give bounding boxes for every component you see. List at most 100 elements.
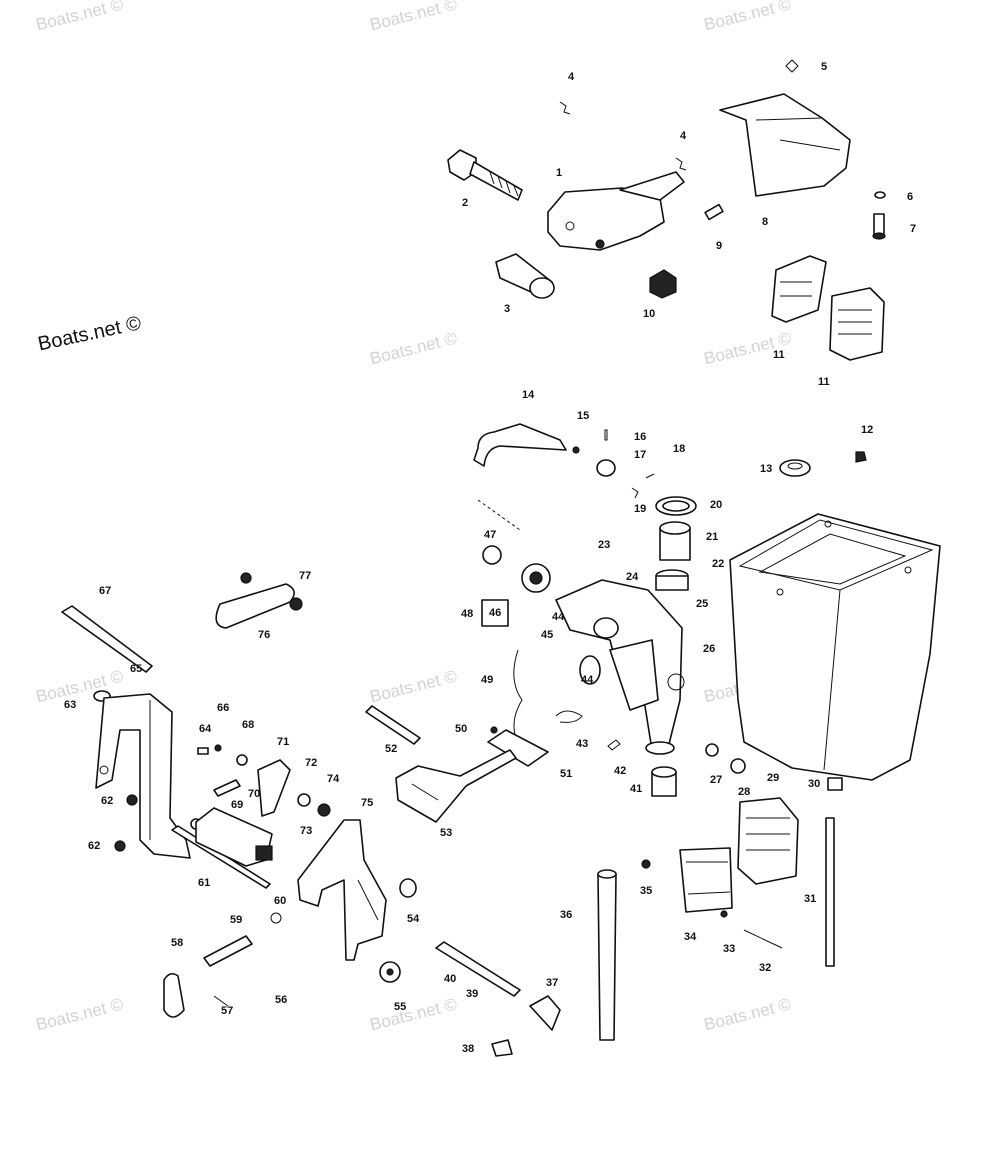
spring-wire-part	[513, 649, 523, 739]
part-label-1: 1	[556, 167, 562, 179]
part-label-70: 70	[248, 788, 260, 800]
part-label-42: 42	[614, 765, 626, 777]
part-label-62: 62	[101, 795, 113, 807]
pin-part	[704, 203, 724, 221]
part-label-15: 15	[577, 410, 589, 422]
part-label-37: 37	[546, 977, 558, 989]
part-label-26: 26	[703, 643, 715, 655]
part-label-63: 63	[64, 699, 76, 711]
long-bolt-part	[61, 605, 153, 702]
ring-and-sleeve-part	[655, 496, 697, 591]
part-label-16: 16	[634, 431, 646, 443]
part-label-5: 5	[821, 61, 827, 73]
housing-cover-part	[719, 59, 851, 197]
latch-part	[491, 995, 561, 1057]
lever-part	[395, 749, 517, 823]
mount-pad-part	[737, 797, 799, 885]
part-label-60: 60	[274, 895, 286, 907]
part-label-24: 24	[626, 571, 639, 583]
part-label-12: 12	[861, 424, 873, 436]
part-label-8: 8	[762, 216, 768, 228]
part-label-33: 33	[723, 943, 735, 955]
part-label-38: 38	[462, 1043, 474, 1055]
upper-link-part	[215, 572, 303, 629]
part-label-30: 30	[808, 778, 820, 790]
part-label-13: 13	[760, 463, 772, 475]
part-label-32: 32	[759, 962, 771, 974]
part-label-3: 3	[504, 303, 510, 315]
bushing-parts	[572, 429, 655, 499]
part-label-23: 23	[598, 539, 610, 551]
steering-arm-part	[555, 579, 685, 755]
part-label-2: 2	[462, 197, 468, 209]
clamp-collar-part	[641, 847, 733, 918]
pin-shaft-part	[743, 817, 835, 967]
part-label-75: 75	[361, 797, 373, 809]
part-label-10: 10	[643, 308, 655, 320]
part-label-68: 68	[242, 719, 254, 731]
part-label-43: 43	[576, 738, 588, 750]
cylinder-part	[195, 807, 273, 867]
part-label-34: 34	[684, 931, 697, 943]
part-label-27: 27	[710, 774, 722, 786]
part-label-31: 31	[804, 893, 816, 905]
part-label-14: 14	[522, 389, 535, 401]
part-label-11: 11	[773, 349, 785, 361]
part-label-4: 4	[568, 71, 575, 83]
part-label-69: 69	[231, 799, 243, 811]
swivel-bracket-part	[547, 171, 685, 251]
part-label-11: 11	[818, 376, 830, 388]
part-label-18: 18	[673, 443, 685, 455]
pivot-disc-part	[481, 545, 601, 685]
part-label-39: 39	[466, 988, 478, 1000]
part-label-25: 25	[696, 598, 708, 610]
part-label-65: 65	[130, 663, 142, 675]
part-label-4: 4	[680, 130, 687, 142]
part-label-29: 29	[767, 772, 779, 784]
part-label-71: 71	[277, 736, 289, 748]
part-label-58: 58	[171, 937, 183, 949]
tube-part	[495, 253, 555, 299]
bushing-part	[651, 743, 843, 797]
nut-part	[649, 269, 677, 299]
part-label-55: 55	[394, 1001, 406, 1013]
part-label-57: 57	[221, 1005, 233, 1017]
grommet-part	[779, 451, 867, 477]
part-label-72: 72	[305, 757, 317, 769]
part-label-77: 77	[299, 570, 311, 582]
part-label-56: 56	[275, 994, 287, 1006]
part-label-19: 19	[634, 503, 646, 515]
part-label-59: 59	[230, 914, 242, 926]
part-label-20: 20	[710, 499, 722, 511]
long-shaft-part	[435, 941, 521, 997]
part-label-44: 44	[581, 674, 594, 686]
washer-screw-part	[872, 191, 886, 240]
steering-link-part	[473, 423, 567, 531]
rod-part	[365, 705, 421, 745]
part-label-35: 35	[640, 885, 652, 897]
part-label-6: 6	[907, 191, 913, 203]
locknut-parts	[114, 794, 138, 852]
part-label-53: 53	[440, 827, 452, 839]
part-label-66: 66	[217, 702, 229, 714]
part-label-17: 17	[634, 449, 646, 461]
washer-parts	[379, 878, 417, 983]
part-label-36: 36	[560, 909, 572, 921]
part-label-21: 21	[706, 531, 718, 543]
part-label-48: 48	[461, 608, 473, 620]
part-label-61: 61	[198, 877, 210, 889]
part-label-67: 67	[99, 585, 111, 597]
small-fastener-parts	[190, 744, 248, 830]
drive-tube-part	[597, 869, 617, 1041]
part-label-49: 49	[481, 674, 493, 686]
clamp-pad-part	[771, 255, 885, 361]
part-label-47: 47	[484, 529, 496, 541]
part-label-54: 54	[407, 913, 420, 925]
part-label-74: 74	[327, 773, 340, 785]
right-transom-bracket-part	[297, 819, 387, 961]
part-label-46: 46	[489, 607, 501, 619]
tilt-stop-part	[163, 912, 282, 1018]
